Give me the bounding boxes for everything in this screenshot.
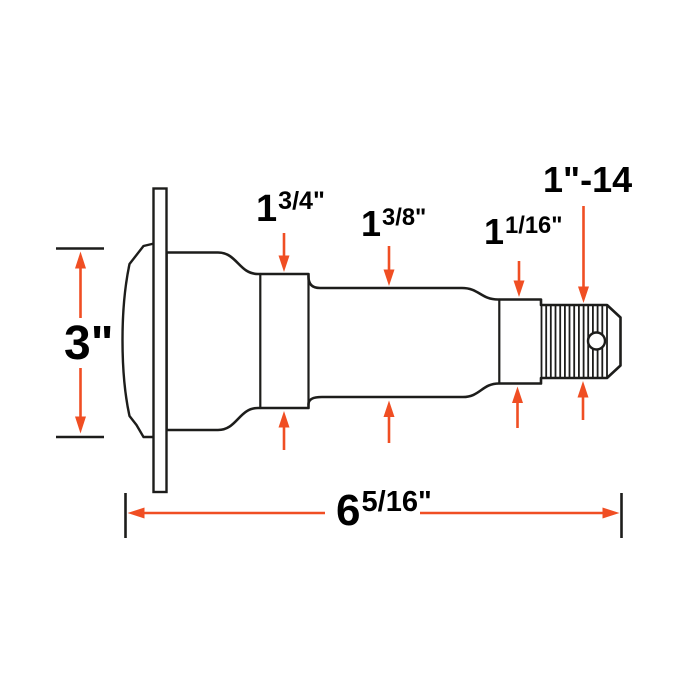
arrow-down-height — [75, 368, 86, 434]
arrowhead — [278, 411, 290, 428]
arrowhead — [75, 416, 86, 434]
label-overall-length: 65/16" — [336, 486, 432, 535]
arrowhead — [383, 400, 395, 417]
arrowhead — [577, 381, 589, 398]
arrow-up-height — [75, 251, 86, 318]
arrow-up-taper — [383, 400, 395, 443]
arrowhead — [513, 280, 525, 297]
cotter-pin-hole — [586, 331, 607, 351]
label-taper-fraction: 3/8" — [382, 203, 427, 231]
label-seat-diameter: 11/16" — [484, 211, 563, 252]
backing-plate — [152, 187, 168, 494]
dimension-arrows — [75, 206, 620, 519]
arrowhead — [278, 255, 290, 272]
label-shoulder-fraction: 3/4" — [278, 186, 325, 215]
label-flange-height: 3" — [64, 320, 113, 368]
label-taper-whole: 1 — [361, 203, 382, 244]
arrowhead — [383, 269, 395, 286]
label-seat-whole: 1 — [484, 211, 505, 252]
arrow-down-seat — [513, 261, 525, 297]
label-height-text: 3" — [64, 317, 114, 370]
label-length-fraction: 5/16" — [361, 486, 432, 519]
arrow-right-length — [420, 507, 620, 519]
arrow-left-length — [127, 507, 325, 519]
arrow-up-thread — [577, 381, 589, 420]
label-taper-diameter: 13/8" — [361, 203, 427, 244]
arrow-down-thread — [578, 206, 589, 303]
arrowhead — [75, 251, 86, 269]
label-thread-spec: 1"-14 — [543, 162, 632, 198]
label-seat-fraction: 1/16" — [505, 211, 563, 239]
dust-cap — [121, 242, 156, 439]
arrow-up-seat — [512, 386, 523, 428]
arrow-up-shoulder — [278, 411, 290, 450]
arrowhead — [602, 507, 620, 519]
spindle-geometry — [165, 251, 622, 432]
arrow-down-taper — [383, 246, 395, 286]
label-length-whole: 6 — [336, 486, 361, 535]
label-shoulder-whole: 1 — [256, 188, 278, 230]
arrowhead — [512, 386, 523, 403]
arrow-down-shoulder — [278, 233, 290, 272]
extension-ticks — [56, 247, 623, 538]
label-thread-text: 1"-14 — [543, 159, 633, 200]
arrowhead — [127, 507, 145, 519]
arrowhead — [578, 286, 589, 303]
label-shoulder-diameter: 13/4" — [256, 186, 325, 230]
spindle-outline — [165, 251, 622, 432]
